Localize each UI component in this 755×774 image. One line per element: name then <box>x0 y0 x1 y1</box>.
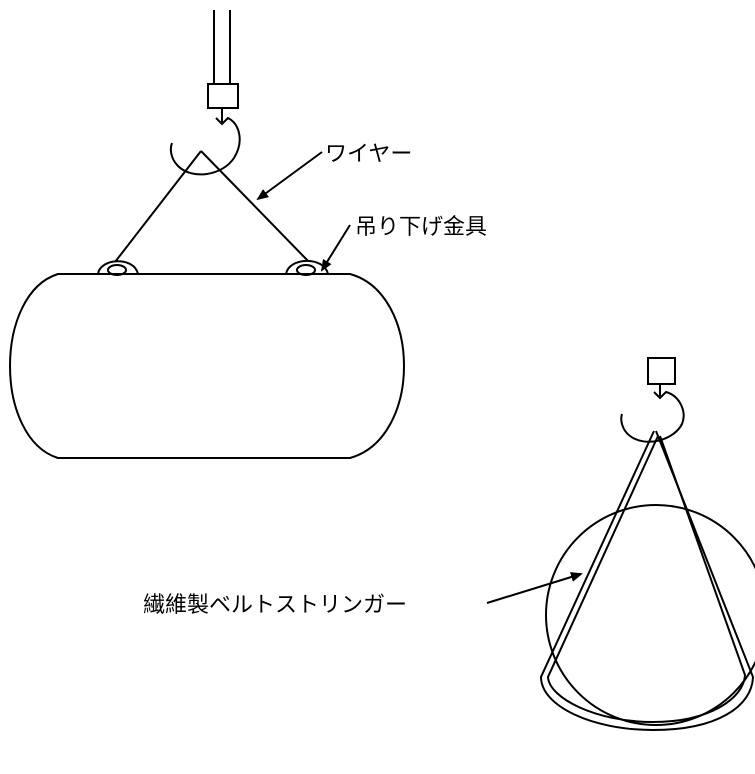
wire-sling-right <box>200 150 311 264</box>
wire-arrow <box>256 151 323 201</box>
pipe-lift-assembly <box>539 357 755 732</box>
sling-label: 繊維製ベルトストリンガー <box>143 593 407 618</box>
tank-body <box>9 273 405 459</box>
wire-label: ワイヤー <box>325 142 412 167</box>
sling-arrow <box>486 572 583 604</box>
hook-block <box>207 83 239 109</box>
pipe-body <box>545 504 755 726</box>
crane-hook-icon <box>169 116 241 176</box>
belt-sling-outer <box>539 430 755 732</box>
lifting-lug-left <box>96 260 140 275</box>
crane-hook-2-icon <box>620 390 685 443</box>
hook-block-2 <box>647 357 676 385</box>
tank-lift-assembly <box>9 10 405 459</box>
belt-sling-inner <box>546 435 747 724</box>
fitting-label: 吊り下げ金具 <box>355 215 487 240</box>
fitting-arrow <box>320 224 351 272</box>
wire-sling-left <box>114 150 202 263</box>
lifting-lug-right <box>284 259 330 275</box>
